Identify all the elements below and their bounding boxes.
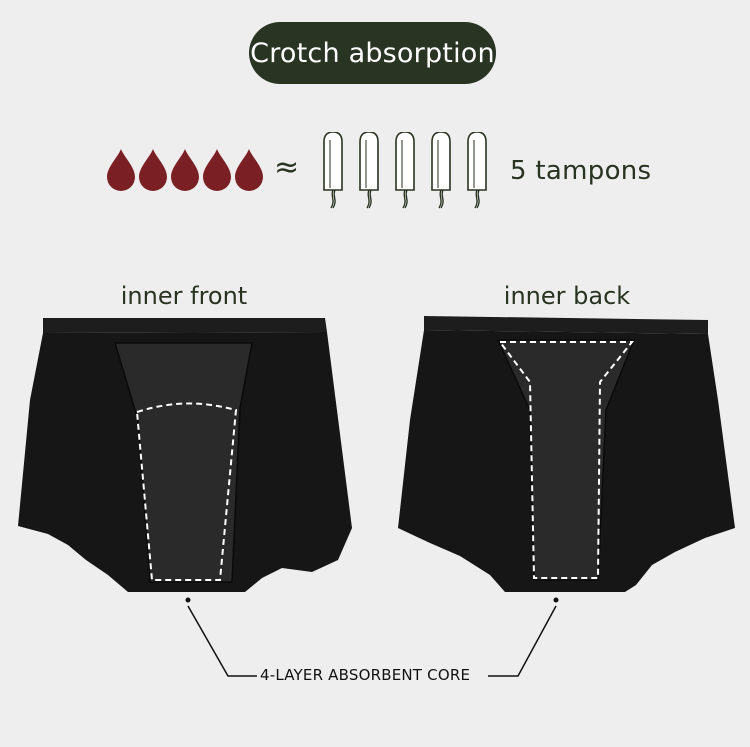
tampon-icons	[323, 132, 487, 209]
inner-front-label: inner front	[120, 282, 248, 310]
tampon-icon	[431, 132, 451, 209]
approx-symbol: ≈	[274, 150, 300, 185]
absorbent-core-label: 4-LAYER ABSORBENT CORE	[257, 666, 474, 684]
tampon-icon	[323, 132, 343, 209]
title-badge: Crotch absorption	[249, 22, 496, 84]
core-leader-lines	[185, 597, 559, 677]
tampon-icon	[359, 132, 379, 209]
blood-drop-icon	[203, 149, 231, 191]
inner-back-label: inner back	[503, 282, 631, 310]
blood-drop-icons	[107, 149, 263, 191]
blood-drop-icon	[139, 149, 167, 191]
tampon-icon	[395, 132, 415, 209]
blood-drop-icon	[107, 149, 135, 191]
blood-drop-icon	[171, 149, 199, 191]
inner-front-brief	[18, 318, 352, 592]
tampon-count-label: 5 tampons	[510, 156, 652, 186]
blood-drop-icon	[235, 149, 263, 191]
inner-back-brief	[398, 316, 735, 592]
tampon-icon	[467, 132, 487, 209]
